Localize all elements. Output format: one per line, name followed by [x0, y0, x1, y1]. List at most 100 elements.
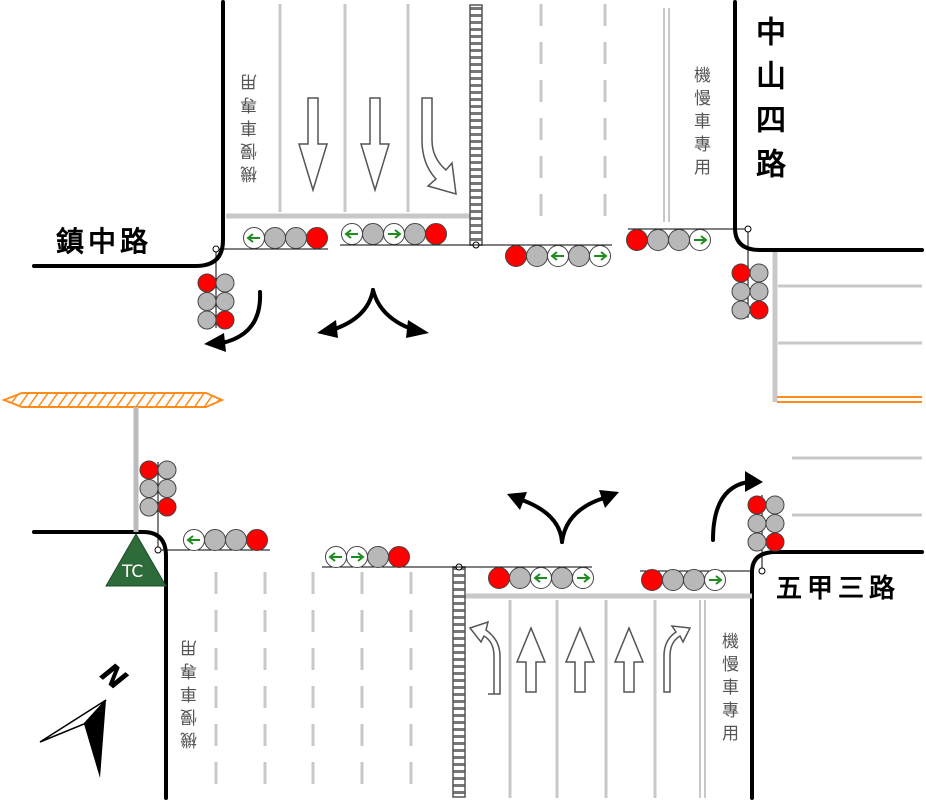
- movement-arrows: [220, 288, 750, 544]
- off-lamp: [139, 479, 159, 498]
- right-arrow-icon: [351, 552, 365, 562]
- off-lamp: [197, 292, 217, 311]
- east-lane-lines: [772, 252, 922, 517]
- straight-arrow-icon: [359, 97, 391, 193]
- north-crosswalk: [469, 4, 483, 246]
- right-arrow-icon: [709, 575, 723, 585]
- off-lamp: [765, 495, 785, 515]
- off-lamp: [747, 514, 767, 533]
- red-lamp: [388, 546, 410, 568]
- left-arrow-icon: [186, 535, 200, 545]
- traffic-controller-label: TC: [122, 562, 144, 582]
- red-lamp: [626, 229, 648, 251]
- north-lane-arrows: [297, 97, 457, 196]
- motorcycle-lane-label-north-west: 機慢車專用: [241, 68, 261, 183]
- north-lane-lines: [226, 4, 670, 225]
- off-lamp: [204, 529, 226, 551]
- south-crosswalk: [452, 566, 466, 798]
- curb-southwest: [32, 530, 168, 800]
- red-lamp: [197, 273, 217, 293]
- straight-arrow-icon: [515, 626, 547, 693]
- red-lamp: [139, 460, 159, 480]
- right-arrow-icon: [577, 573, 591, 583]
- off-lamp: [285, 227, 307, 249]
- off-lamp: [731, 282, 751, 301]
- signal-west-upper: [197, 273, 217, 330]
- red-lamp: [425, 223, 447, 245]
- off-lamp: [225, 529, 247, 551]
- off-lamp: [731, 300, 751, 320]
- off-lamp: [157, 479, 177, 498]
- red-lamp: [505, 245, 527, 267]
- right-arrow-icon: [594, 251, 608, 261]
- compass-icon: [39, 699, 107, 778]
- signal-south-center: [325, 546, 410, 568]
- straight-arrow-icon: [297, 97, 329, 193]
- east-median-line: [777, 396, 922, 403]
- off-lamp: [197, 310, 217, 330]
- signal-north-left: [243, 227, 328, 249]
- off-lamp: [509, 567, 531, 589]
- left-arrow-icon: [328, 552, 342, 562]
- red-lamp: [765, 532, 785, 552]
- left-arrow-icon: [246, 233, 260, 243]
- off-lamp: [215, 292, 235, 311]
- right-turn-arrow-icon: [421, 97, 457, 196]
- west-right-turn-arrow: [220, 290, 263, 345]
- straight-arrow-icon: [564, 626, 596, 693]
- motorcycle-lane-label-south-east: 機慢車專用: [718, 632, 738, 747]
- signal-east-lower: [747, 495, 767, 552]
- red-lamp: [747, 495, 767, 515]
- signal-north-center: [341, 223, 447, 245]
- off-lamp: [683, 569, 705, 591]
- off-lamp: [215, 273, 235, 293]
- signal-west-upper-b: [215, 273, 235, 330]
- off-lamp: [568, 245, 590, 267]
- left-arrow-icon: [550, 251, 564, 261]
- right-arrow-icon: [388, 229, 402, 239]
- east-right-turn-arrow: [711, 480, 750, 542]
- off-lamp: [647, 229, 669, 251]
- left-arrow-icon: [344, 229, 358, 239]
- traffic-controller-icon: [105, 532, 167, 587]
- off-lamp: [749, 282, 769, 301]
- red-lamp: [157, 497, 177, 517]
- signal-southwest: [183, 529, 268, 551]
- north-fork-arrow: [330, 288, 375, 332]
- signal-west-lower-b: [157, 460, 177, 517]
- curb-southeast: [750, 550, 924, 800]
- signal-east-upper: [731, 263, 751, 320]
- straight-arrow-icon: [613, 626, 645, 693]
- off-lamp: [662, 569, 684, 591]
- off-lamp: [362, 223, 384, 245]
- left-arrow-icon: [533, 573, 547, 583]
- curb-northeast: [733, 0, 924, 252]
- off-lamp: [404, 223, 426, 245]
- south-fork-arrow: [520, 498, 564, 544]
- signal-south-right: [488, 567, 594, 589]
- signal-northeast: [626, 229, 711, 251]
- off-lamp: [668, 229, 690, 251]
- off-lamp: [749, 263, 769, 283]
- signal-north-right: [505, 245, 611, 267]
- off-lamp: [526, 245, 548, 267]
- road-name-north: 中山四路: [750, 16, 785, 192]
- off-lamp: [157, 460, 177, 480]
- red-lamp: [306, 227, 328, 249]
- south-lane-lines: [214, 572, 752, 798]
- off-lamp: [139, 497, 159, 517]
- off-lamp: [747, 532, 767, 552]
- off-lamp: [765, 514, 785, 533]
- signal-arms: [157, 228, 763, 572]
- off-lamp: [264, 227, 286, 249]
- red-lamp: [641, 569, 663, 591]
- red-lamp: [488, 567, 510, 589]
- right-turn-arrow-icon: [663, 625, 692, 693]
- signal-east-lower-b: [765, 495, 785, 552]
- off-lamp: [551, 567, 573, 589]
- signal-east-upper-b: [749, 263, 769, 320]
- red-lamp: [246, 529, 268, 551]
- left-turn-arrow-icon: [468, 620, 501, 695]
